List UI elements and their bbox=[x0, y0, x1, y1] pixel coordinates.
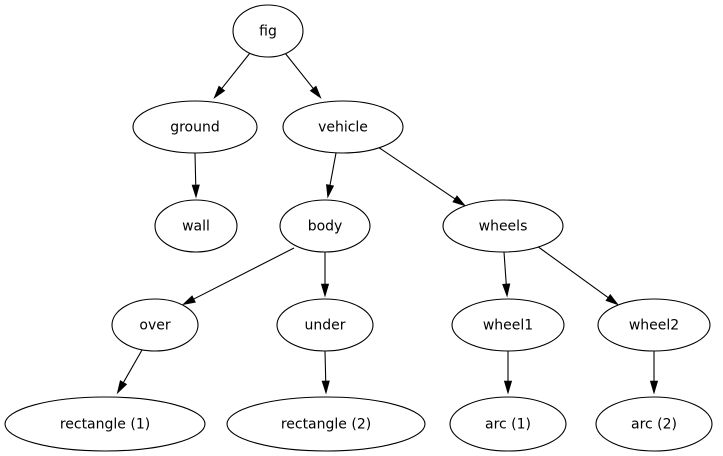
node-ellipse[interactable] bbox=[449, 396, 567, 452]
graph-edge bbox=[326, 152, 337, 199]
edge-arrowhead-icon bbox=[213, 85, 226, 100]
graph-edge bbox=[191, 152, 200, 199]
node-label: wall bbox=[182, 219, 210, 235]
graph-node[interactable]: fig bbox=[232, 4, 304, 58]
edge-line bbox=[284, 52, 315, 90]
node-ellipse[interactable] bbox=[279, 199, 371, 253]
node-ellipse[interactable] bbox=[442, 199, 564, 253]
node-label: wheel1 bbox=[483, 318, 533, 334]
edge-arrowhead-icon bbox=[309, 85, 322, 100]
node-ellipse[interactable] bbox=[595, 396, 713, 452]
edge-arrowhead-icon bbox=[452, 195, 467, 207]
node-ellipse[interactable] bbox=[451, 298, 565, 352]
graph-edge bbox=[502, 251, 511, 298]
node-label: fig bbox=[259, 24, 277, 40]
nodes-layer: fig ground vehicle wall body wheels over under w… bbox=[4, 4, 713, 452]
graph-edge bbox=[320, 252, 330, 298]
node-label: rectangle (1) bbox=[60, 417, 150, 433]
node-ellipse[interactable] bbox=[282, 100, 404, 154]
graph-edge bbox=[181, 247, 295, 306]
node-ellipse[interactable] bbox=[232, 4, 304, 58]
edge-line bbox=[329, 152, 337, 187]
graph-edge bbox=[321, 350, 330, 395]
edge-line bbox=[192, 247, 295, 301]
edge-line bbox=[122, 349, 143, 385]
node-ellipse[interactable] bbox=[132, 100, 258, 154]
graph-node[interactable]: wheel1 bbox=[451, 298, 565, 352]
graph-edge bbox=[536, 245, 620, 306]
edge-arrowhead-icon bbox=[649, 380, 659, 395]
node-label: body bbox=[308, 219, 343, 235]
node-label: arc (2) bbox=[631, 417, 677, 433]
edge-arrowhead-icon bbox=[321, 380, 330, 395]
node-label: arc (1) bbox=[485, 417, 531, 433]
edge-arrowhead-icon bbox=[605, 294, 620, 306]
graph-node[interactable]: under bbox=[276, 298, 374, 352]
edge-arrowhead-icon bbox=[181, 295, 196, 306]
graph-node[interactable]: body bbox=[279, 199, 371, 253]
graph-node[interactable]: over bbox=[111, 298, 199, 352]
graph-node[interactable]: rectangle (1) bbox=[4, 396, 206, 452]
node-label: ground bbox=[170, 120, 220, 136]
edge-arrowhead-icon bbox=[503, 380, 513, 395]
edge-line bbox=[536, 245, 610, 299]
edges-layer bbox=[116, 52, 659, 395]
node-ellipse[interactable] bbox=[111, 298, 199, 352]
node-ellipse[interactable] bbox=[276, 298, 374, 352]
graph-node[interactable]: wall bbox=[154, 199, 238, 253]
edge-arrowhead-icon bbox=[502, 283, 511, 298]
graph-node[interactable]: wheel2 bbox=[597, 298, 711, 352]
graph-node[interactable]: vehicle bbox=[282, 100, 404, 154]
node-ellipse[interactable] bbox=[154, 199, 238, 253]
edge-arrowhead-icon bbox=[191, 184, 200, 199]
node-ellipse[interactable] bbox=[226, 396, 426, 452]
edge-line bbox=[220, 52, 251, 90]
graph-edge bbox=[649, 351, 659, 395]
graph-node[interactable]: arc (1) bbox=[449, 396, 567, 452]
edge-line bbox=[503, 251, 507, 286]
node-ellipse[interactable] bbox=[4, 396, 206, 452]
node-label: over bbox=[139, 318, 170, 334]
edge-arrowhead-icon bbox=[320, 283, 330, 298]
node-label: wheels bbox=[479, 219, 528, 235]
edge-arrowhead-icon bbox=[116, 380, 128, 395]
graph-edge bbox=[213, 52, 251, 100]
edge-line bbox=[194, 152, 197, 187]
graph-edge bbox=[503, 351, 513, 395]
edge-arrowhead-icon bbox=[326, 184, 335, 199]
graph-node[interactable]: ground bbox=[132, 100, 258, 154]
node-ellipse[interactable] bbox=[597, 298, 711, 352]
graph-node[interactable]: arc (2) bbox=[595, 396, 713, 452]
graph-edge bbox=[116, 349, 143, 395]
node-label: under bbox=[304, 318, 345, 334]
node-label: rectangle (2) bbox=[281, 417, 371, 433]
graph-edge bbox=[377, 146, 467, 207]
graph-node[interactable]: wheels bbox=[442, 199, 564, 253]
edge-line bbox=[377, 146, 457, 201]
graph-node[interactable]: rectangle (2) bbox=[226, 396, 426, 452]
edge-line bbox=[324, 350, 327, 383]
node-label: vehicle bbox=[318, 120, 368, 136]
graph-edge bbox=[284, 52, 322, 100]
node-label: wheel2 bbox=[629, 318, 679, 334]
